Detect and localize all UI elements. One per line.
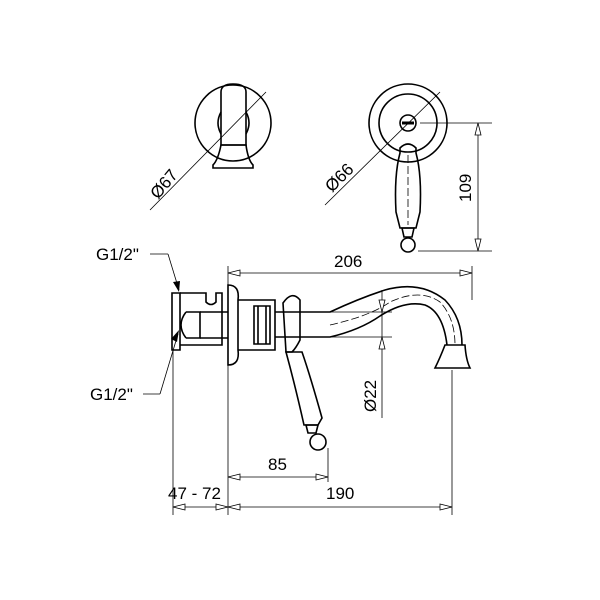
top-view-right: Ø66 109 [321, 83, 492, 253]
length-206-label: 206 [334, 252, 362, 271]
height-109-label: 109 [456, 174, 475, 202]
depth-47-72-label: 47 - 72 [168, 484, 221, 503]
reach-190-label: 190 [326, 484, 354, 503]
diameter-67-label: Ø67 [147, 166, 182, 203]
diameter-22-label: Ø22 [361, 380, 380, 412]
side-view: G1/2" G1/2" 206 Ø22 85 47 - 72 190 [90, 245, 473, 515]
connection-bottom-label: G1/2" [90, 385, 133, 404]
diameter-66-label: Ø66 [321, 160, 357, 196]
connection-top-label: G1/2" [96, 245, 139, 264]
top-view-left: Ø67 [147, 83, 272, 211]
offset-85-label: 85 [268, 455, 287, 474]
